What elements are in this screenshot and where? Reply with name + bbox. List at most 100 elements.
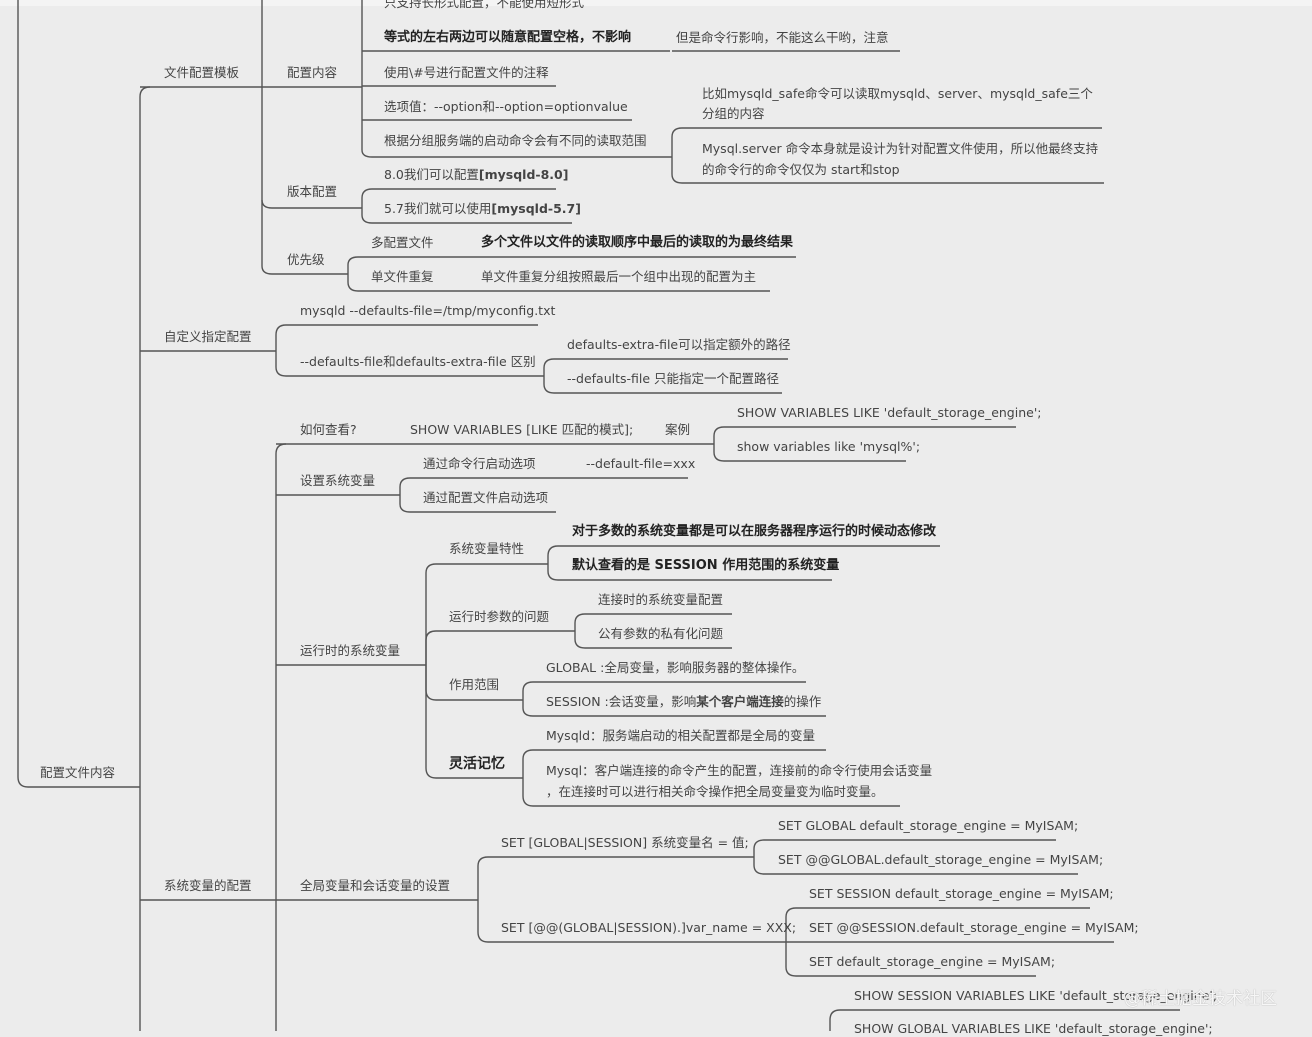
node-case-1[interactable]: SHOW VARIABLES LIKE 'default_storage_eng… [737,405,1042,420]
node-set-session-1[interactable]: SET SESSION default_storage_engine = MyI… [809,886,1114,901]
node-runtime-sysvar[interactable]: 运行时的系统变量 [300,643,401,658]
watermark-text: @稀土掘金技术社区 [1124,989,1277,1009]
node-runtime-issue[interactable]: 运行时参数的问题 [449,609,550,624]
root-node[interactable]: 配置文件内容 [40,765,116,780]
node-v57[interactable]: 5.7我们就可以使用[mysqld-5.7] [384,201,581,217]
connector [829,1009,1180,1031]
node-feature[interactable]: 系统变量特性 [449,541,525,556]
connector [275,443,287,1031]
node-global-scope[interactable]: GLOBAL :全局变量，影响服务器的整体操作。 [546,660,805,675]
connector [753,839,1056,857]
node-cmd-example[interactable]: --default-file=xxx [586,456,696,471]
connector [347,274,770,292]
node-show-global[interactable]: SHOW GLOBAL VARIABLES LIKE 'default_stor… [854,1021,1213,1036]
node-set-global-1[interactable]: SET GLOBAL default_storage_engine = MyIS… [778,818,1079,833]
connector [399,477,688,495]
node-show-session[interactable]: SHOW SESSION VARIABLES LIKE 'default_sto… [854,988,1218,1003]
node-v80[interactable]: 8.0我们可以配置[mysqld-8.0] [384,167,568,183]
node-case[interactable]: 案例 [665,422,691,437]
node-feature-1[interactable]: 对于多数的系统变量都是可以在服务器程序运行的时候动态修改 [572,524,937,539]
node-set-global-2[interactable]: SET @@GLOBAL.default_storage_engine = My… [778,852,1104,867]
node-cmd-note[interactable]: 但是命令行影响，不能这么干哟，注意 [676,30,889,45]
node-equal-space[interactable]: 等式的左右两边可以随意配置空格，不影响 [384,30,632,45]
node-set-syntax-1[interactable]: SET [GLOBAL|SESSION] 系统变量名 = 值; [501,835,749,850]
connector [753,857,1078,875]
node-version-config[interactable]: 版本配置 [287,184,338,199]
connector [425,665,523,779]
node-defaults-file[interactable]: mysqld --defaults-file=/tmp/myconfig.txt [300,303,556,318]
node-session-scope[interactable]: SESSION :会话变量，影响某个客户端连接的操作 [546,694,821,710]
connector [522,749,826,778]
node-multi-file[interactable]: 多配置文件 [371,235,434,250]
connector [347,256,796,274]
node-show-variables[interactable]: SHOW VARIABLES [LIKE 匹配的模式]; [410,422,634,437]
node-option[interactable]: 选项值：--option和--option=optionvalue [384,99,628,114]
connector [574,631,732,649]
v57-section: [mysqld-5.7] [491,201,581,216]
top-toolbar-strip [0,0,1312,6]
node-mysql-memory-1[interactable]: Mysql：客户端连接的命令产生的配置，连接前的命令行使用会话变量 [546,763,933,778]
node-mysql-memory-2[interactable]: ，在连接时可以进行相关命令操作把全局变量变为临时变量。 [546,784,884,799]
node-single-repeat[interactable]: 单文件重复 [371,269,434,284]
node-scope[interactable]: 作用范围 [449,677,500,692]
connector [543,358,788,376]
session-text-c: 的操作 [783,694,822,709]
node-sysvar-config[interactable]: 系统变量的配置 [164,878,252,893]
node-set-session-2[interactable]: SET @@SESSION.default_storage_engine = M… [809,920,1139,935]
node-cmd-start[interactable]: 通过命令行启动选项 [423,456,536,471]
node-case-2[interactable]: show variables like 'mysql%'; [737,439,921,454]
connector [361,188,556,208]
node-conf-start[interactable]: 通过配置文件启动选项 [423,490,549,505]
v80-section: [mysqld-8.0] [478,167,569,182]
connector [261,200,348,275]
node-flex-memory[interactable]: 灵活记忆 [449,756,505,772]
connector [522,681,806,700]
node-custom-config[interactable]: 自定义指定配置 [164,329,252,344]
connector [785,942,1036,977]
connector [547,564,832,581]
connector [671,127,1102,157]
node-conn-config[interactable]: 连接时的系统变量配置 [598,592,724,607]
connector [547,545,940,564]
connector [275,324,538,351]
v80-text: 8.0我们可以配置 [384,167,479,182]
node-file-template[interactable]: 文件配置模板 [164,65,240,80]
session-text-a: SESSION :会话变量，影响 [546,694,697,709]
node-feature-2[interactable]: 默认查看的是 SESSION 作用范围的系统变量 [572,558,840,573]
connector [477,856,754,900]
connector [574,613,732,631]
node-private-param[interactable]: 公有参数的私有化问题 [598,626,724,641]
node-comment[interactable]: 使用\#号进行配置文件的注释 [384,65,549,80]
node-priority[interactable]: 优先级 [287,252,325,267]
node-global-session-set[interactable]: 全局变量和会话变量的设置 [300,878,451,893]
connector [275,351,544,377]
connector [261,0,362,209]
connector [522,700,826,717]
connector [139,86,151,1031]
connector [17,0,140,788]
node-mysql-server[interactable]: Mysql.server 命令本身就是设计为针对配置文件使用，所以他最终支持的命… [702,141,1099,177]
node-mysqld-memory[interactable]: Mysqld：服务端启动的相关配置都是全局的变量 [546,728,816,743]
connector [785,907,1090,942]
connector [713,444,906,462]
node-extra-file[interactable]: defaults-extra-file可以指定额外的路径 [567,337,791,352]
node-set-session-3[interactable]: SET default_storage_engine = MyISAM; [809,954,1056,969]
connector [543,376,782,394]
node-config-content[interactable]: 配置内容 [287,65,338,80]
node-multi-file-desc[interactable]: 多个文件以文件的读取顺序中最后的读取的为最终结果 [481,235,794,250]
node-defaults-diff[interactable]: --defaults-file和defaults-extra-file 区别 [300,354,536,369]
connector [671,157,1104,184]
node-single-repeat-desc[interactable]: 单文件重复分组按照最后一个组中出现的配置为主 [481,269,757,284]
node-how-view[interactable]: 如何查看? [300,422,357,437]
node-group-read[interactable]: 根据分组服务端的启动命令会有不同的读取范围 [384,133,647,148]
session-text-bold: 某个客户端连接 [696,694,784,709]
v57-text: 5.7我们就可以使用 [384,201,492,216]
node-defaults-only[interactable]: --defaults-file 只能指定一个配置路径 [567,371,780,386]
node-mysqld-safe[interactable]: 比如mysqld_safe命令可以读取mysqld、server、mysqld_… [702,86,1093,121]
connector [361,208,572,224]
node-long-form[interactable]: 只支持长形式配置，不能使用短形式 [384,0,585,10]
node-set-syntax-2[interactable]: SET [@@(GLOBAL|SESSION).]var_name = XXX; [501,920,797,935]
node-set-sysvar[interactable]: 设置系统变量 [300,473,376,488]
